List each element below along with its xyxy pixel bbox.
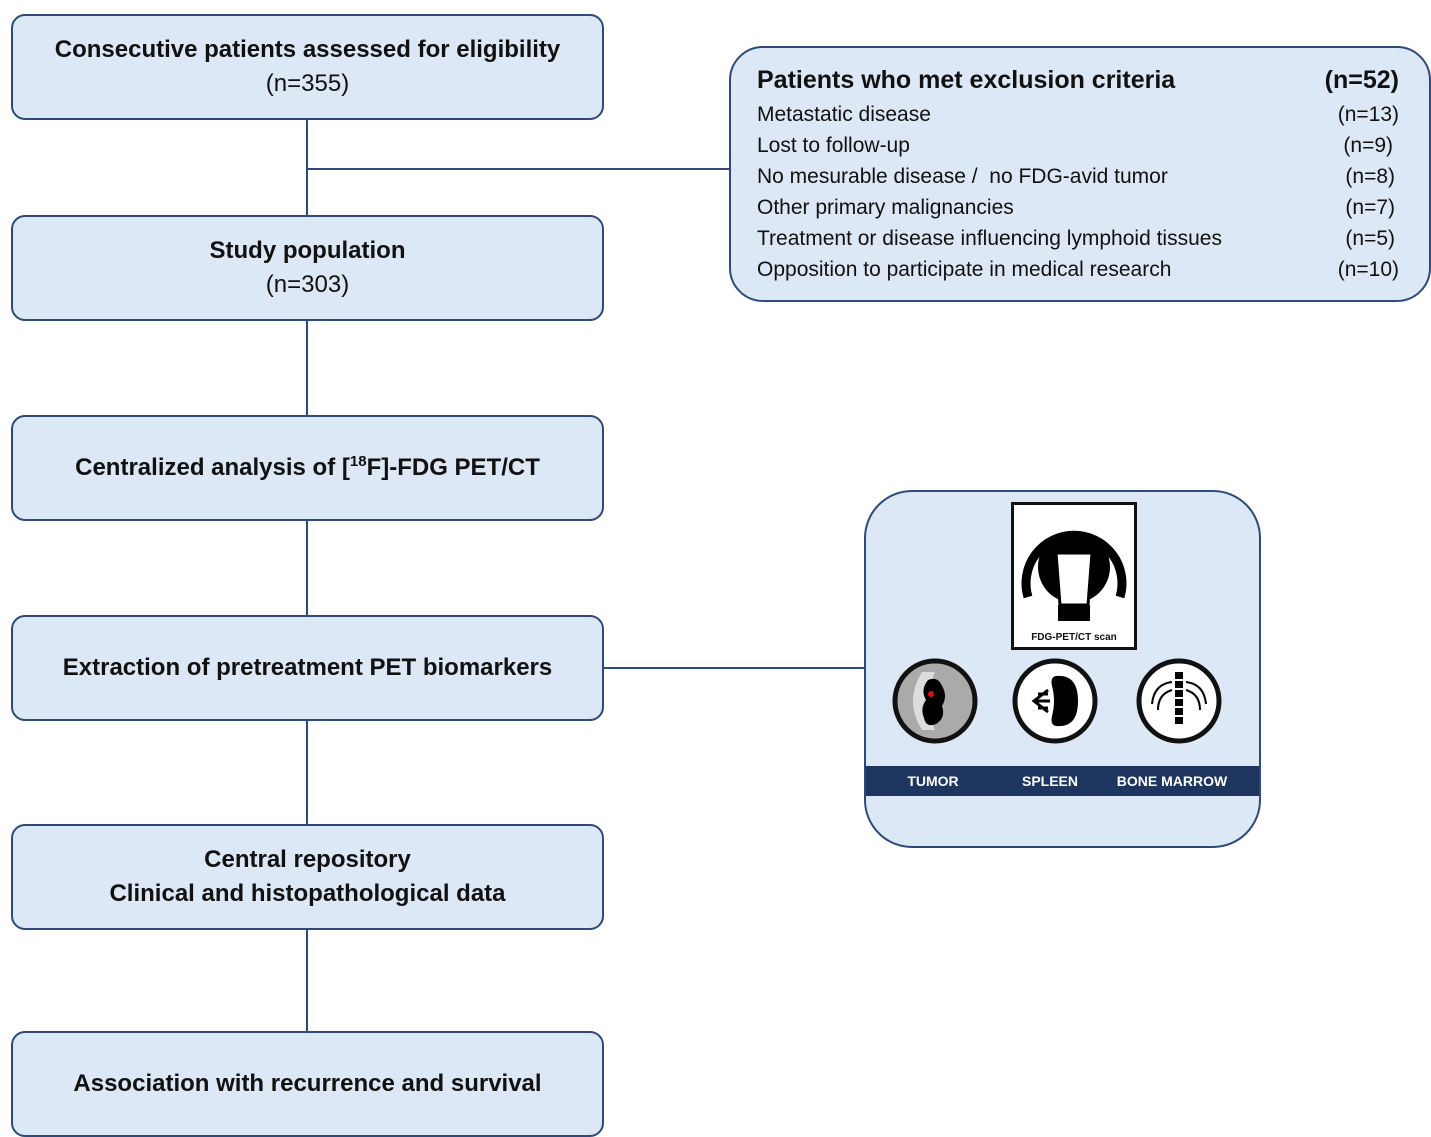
exclusion-total: (n=52): [1324, 66, 1399, 94]
association-title: Association with recurrence and survival: [73, 1070, 542, 1097]
tumor-icon: [892, 658, 978, 744]
consecutive-patients-box: Consecutive patients assessed for eligib…: [11, 14, 604, 120]
exclusion-item-label: Other primary malignancies: [757, 196, 1014, 219]
exclusion-item: Metastatic disease (n=13): [757, 103, 1399, 127]
exclusion-item-count: (n=10): [1337, 258, 1399, 281]
exclusion-item-count: (n=5): [1345, 227, 1395, 250]
bone-marrow-label: BONE MARROW: [1116, 773, 1228, 789]
exclusion-item-count: (n=13): [1337, 103, 1399, 126]
exclusion-item-count: (n=8): [1345, 165, 1395, 188]
exclusion-criteria-box: Patients who met exclusion criteria (n=5…: [729, 46, 1431, 302]
scan-caption: FDG-PET/CT scan: [1031, 632, 1117, 643]
exclusion-item-count: (n=9): [1343, 134, 1393, 157]
spleen-label: SPLEEN: [1021, 773, 1079, 789]
exclusion-item-label: Opposition to participate in medical res…: [757, 258, 1172, 281]
exclusion-item: Other primary malignancies (n=7): [757, 196, 1399, 220]
study-population-count: (n=303): [265, 271, 350, 298]
centralized-analysis-box: Centralized analysis of [18F]-FDG PET/CT: [11, 415, 604, 521]
exclusion-item-label: No mesurable disease / no FDG-avid tumor: [757, 165, 1168, 188]
central-repository-box: Central repository Clinical and histopat…: [11, 824, 604, 930]
main-vertical-connector: [306, 118, 308, 1034]
extraction-box: Extraction of pretreatment PET biomarker…: [11, 615, 604, 721]
centralized-analysis-title: Centralized analysis of [18F]-FDG PET/CT: [75, 453, 540, 481]
association-box: Association with recurrence and survival: [11, 1031, 604, 1137]
study-population-title: Study population: [209, 237, 406, 264]
exclusion-item: Lost to follow-up (n=9): [757, 134, 1399, 158]
biomarker-connector: [602, 667, 865, 669]
exclusion-item: No mesurable disease / no FDG-avid tumor…: [757, 165, 1399, 189]
exclusion-connector: [307, 168, 730, 170]
exclusion-header: Patients who met exclusion criteria (n=5…: [757, 66, 1399, 95]
bone-marrow-icon: [1136, 658, 1222, 744]
central-repository-line1: Central repository: [204, 846, 411, 873]
exclusion-item-label: Metastatic disease: [757, 103, 931, 126]
study-population-box: Study population (n=303): [11, 215, 604, 321]
exclusion-item-label: Treatment or disease influencing lymphoi…: [757, 227, 1222, 250]
central-repository-line2: Clinical and histopathological data: [109, 880, 506, 907]
exclusion-item-label: Lost to follow-up: [757, 134, 910, 157]
organ-label-bar: TUMOR SPLEEN BONE MARROW: [866, 766, 1259, 796]
pet-biomarker-panel: FDG-PET/CT scan TUMOR SPLEEN BONE MARROW: [864, 490, 1261, 848]
tumor-label: TUMOR: [907, 773, 959, 789]
pet-ct-scanner-icon: FDG-PET/CT scan: [1011, 502, 1137, 650]
extraction-title: Extraction of pretreatment PET biomarker…: [62, 654, 553, 681]
spleen-icon: [1012, 658, 1098, 744]
exclusion-item-count: (n=7): [1345, 196, 1395, 219]
consecutive-patients-count: (n=355): [265, 70, 350, 97]
exclusion-title: Patients who met exclusion criteria: [757, 66, 1176, 94]
consecutive-patients-title: Consecutive patients assessed for eligib…: [54, 36, 561, 63]
exclusion-item: Treatment or disease influencing lymphoi…: [757, 227, 1399, 251]
exclusion-item: Opposition to participate in medical res…: [757, 258, 1399, 282]
